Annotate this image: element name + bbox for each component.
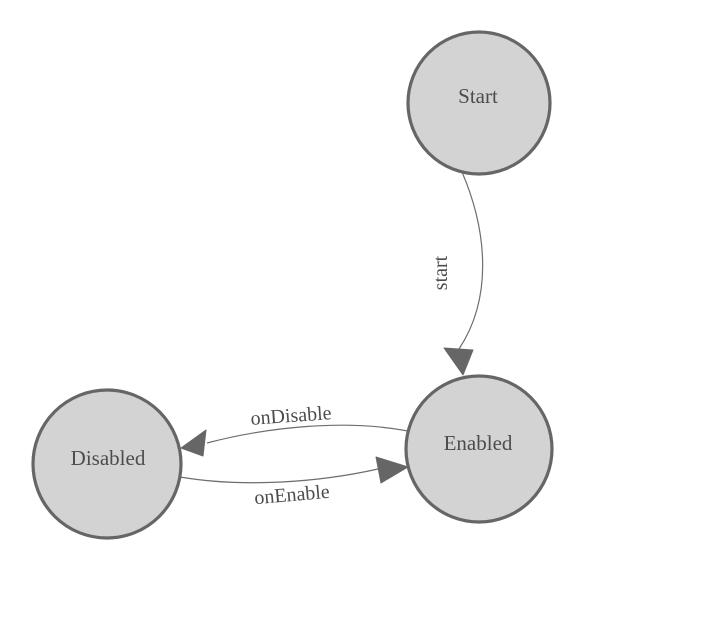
node-enabled-circle[interactable] bbox=[404, 374, 554, 524]
edge-disabled-to-enabled: onEnable bbox=[179, 456, 409, 510]
node-start-label: Start bbox=[458, 84, 498, 108]
edge-enabled-to-disabled: onDisable bbox=[180, 402, 409, 457]
node-start-circle[interactable] bbox=[406, 30, 552, 176]
node-disabled-label: Disabled bbox=[71, 446, 146, 470]
arrowhead-disabled-to-enabled-icon bbox=[375, 456, 409, 484]
arrowhead-start-to-enabled-icon bbox=[443, 347, 474, 376]
node-start[interactable]: Start bbox=[406, 30, 552, 176]
node-disabled[interactable]: Disabled bbox=[31, 388, 183, 540]
edge-line-onenable bbox=[179, 468, 379, 484]
node-enabled-label: Enabled bbox=[444, 431, 513, 455]
edge-start-to-enabled: start bbox=[430, 171, 484, 376]
edge-line-start bbox=[458, 171, 484, 350]
edge-label-start: start bbox=[430, 255, 452, 290]
edge-label-onenable: onEnable bbox=[253, 481, 330, 510]
edge-line-ondisable bbox=[206, 424, 409, 444]
node-enabled[interactable]: Enabled bbox=[404, 374, 554, 524]
node-disabled-circle[interactable] bbox=[31, 388, 183, 540]
arrowhead-enabled-to-disabled-icon bbox=[180, 429, 207, 457]
